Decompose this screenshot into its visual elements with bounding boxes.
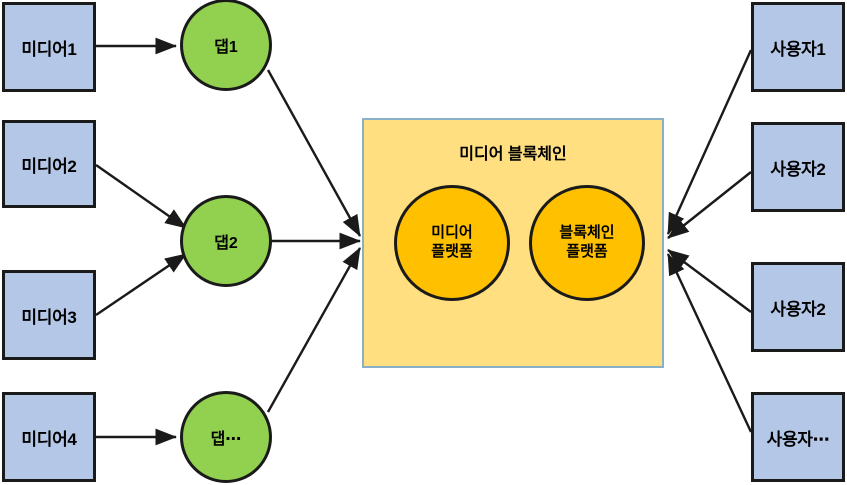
edge-line [266,247,362,413]
edge-line [266,69,362,237]
media-blockchain-title: 미디어 블록체인 [459,146,567,163]
source-box-media-2[interactable]: 미디어2 [2,120,96,208]
user-box-label: 사용자⋯ [766,429,830,449]
dapp-circle-more[interactable]: 댑⋯ [180,391,272,483]
source-box-media-3[interactable]: 미디어3 [2,270,96,360]
edge-line [95,253,187,316]
dapp-circle-label: 댑⋯ [210,431,242,448]
dapp-circle-label: 댑2 [214,235,238,252]
edge-line [667,171,752,239]
user-box-label: 사용자2 [770,159,826,179]
source-box-label: 미디어3 [21,307,77,327]
source-box-label: 미디어1 [21,39,77,59]
dapp-circle-2[interactable]: 댑2 [180,195,272,287]
source-box-media-1[interactable]: 미디어1 [2,2,96,92]
platform-circle-label: 블록체인 플랫폼 [559,224,614,262]
edge-line [666,49,753,235]
platform-circle-label: 미디어 플랫폼 [431,224,472,262]
platform-label-line2: 플랫폼 [431,243,473,260]
platform-label-line1: 블록체인 [559,224,615,242]
source-box-label: 미디어4 [21,429,77,449]
user-box-3[interactable]: 사용자2 [751,262,845,352]
edge-line [667,249,752,313]
source-box-label: 미디어2 [21,156,77,176]
user-box-2[interactable]: 사용자2 [751,122,845,212]
platform-circle-blockchain[interactable]: 블록체인 플랫폼 [529,185,645,301]
user-box-label: 사용자2 [770,299,826,319]
user-box-label: 사용자1 [770,39,826,59]
platform-circle-media[interactable]: 미디어 플랫폼 [394,185,510,301]
user-box-more[interactable]: 사용자⋯ [751,392,845,482]
user-box-1[interactable]: 사용자1 [751,2,845,92]
dapp-circle-1[interactable]: 댑1 [180,0,272,91]
edge-line [95,164,187,229]
edge-line [666,253,753,433]
dapp-circle-label: 댑1 [214,39,238,56]
source-box-media-4[interactable]: 미디어4 [2,392,96,482]
platform-label-line2: 플랫폼 [566,243,608,260]
platform-label-line1: 미디어 [431,224,473,242]
